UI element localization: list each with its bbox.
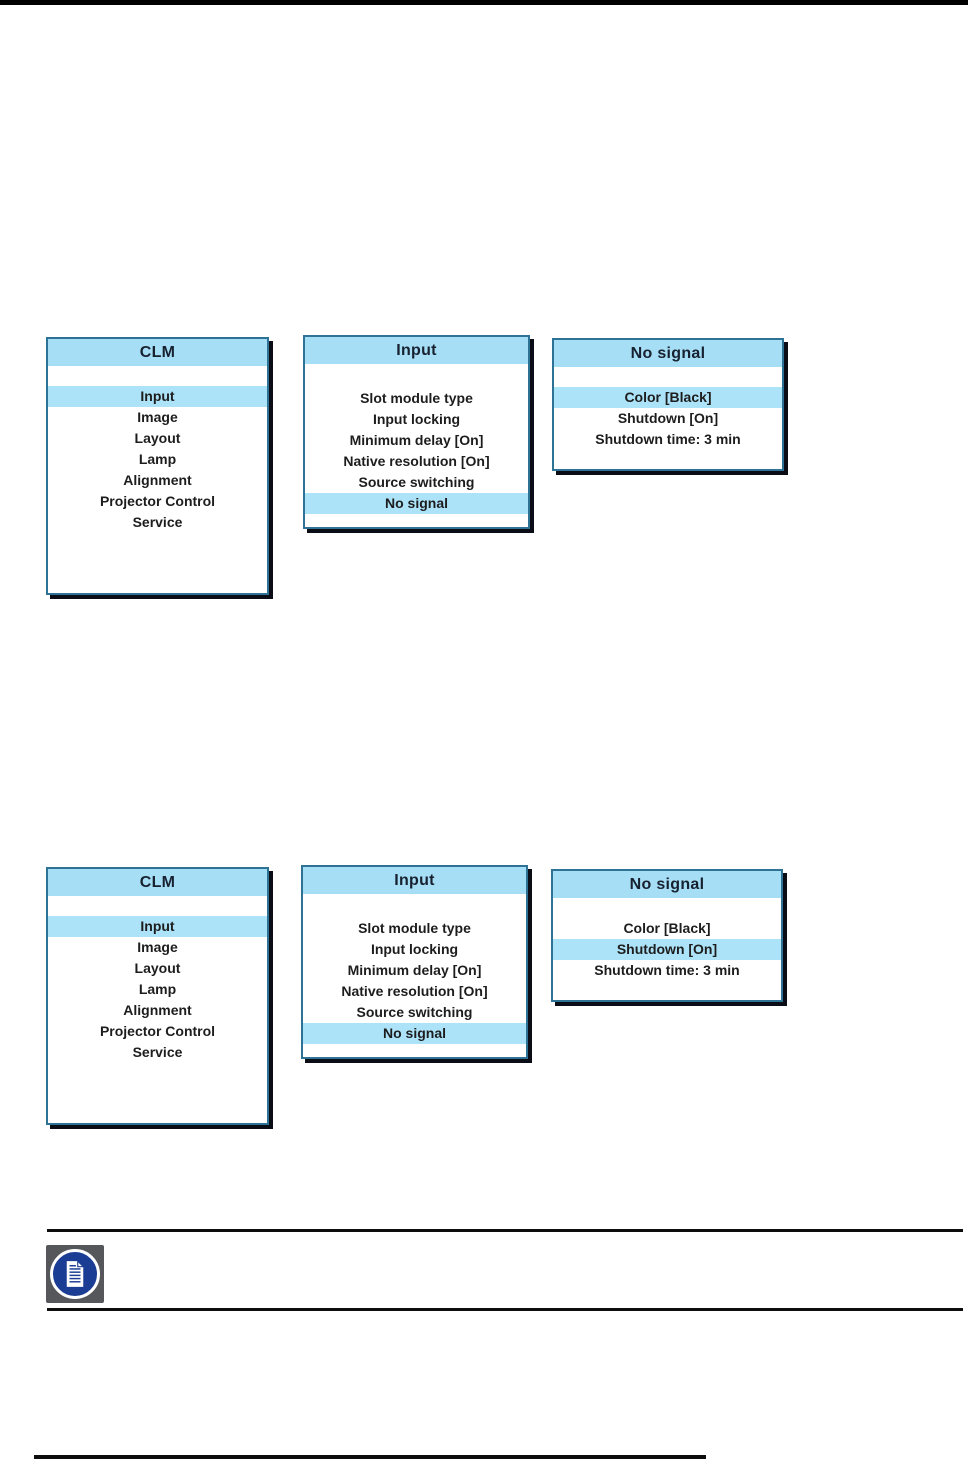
menu-item[interactable]: Lamp	[48, 449, 267, 470]
menu-title-gap	[553, 898, 781, 918]
menu-item[interactable]: Alignment	[48, 470, 267, 491]
menu-title-gap	[48, 366, 267, 386]
menu-item[interactable]: Input locking	[303, 939, 526, 960]
menu-title-gap	[305, 364, 528, 388]
menu-item[interactable]: Input	[48, 916, 267, 937]
menu-item[interactable]: Alignment	[48, 1000, 267, 1021]
menu-item[interactable]: Shutdown time: 3 min	[553, 960, 781, 981]
menu-item[interactable]: Color [Black]	[554, 387, 782, 408]
note-separator-top	[47, 1229, 963, 1232]
menu-title-gap	[554, 367, 782, 387]
menu-item[interactable]: Native resolution [On]	[303, 981, 526, 1002]
menu-title-gap	[48, 896, 267, 916]
note-icon	[46, 1245, 104, 1303]
menu-title-bar: CLM	[48, 339, 267, 366]
menu-empty-area	[553, 981, 781, 1000]
menu-item[interactable]: Projector Control	[48, 1021, 267, 1042]
menu-empty-area	[48, 533, 267, 593]
menu-item[interactable]: Slot module type	[305, 388, 528, 409]
menu-title-bar: Input	[303, 867, 526, 894]
menu-item[interactable]: No signal	[305, 493, 528, 514]
menu-empty-area	[305, 514, 528, 527]
menu-item[interactable]: Shutdown [On]	[553, 939, 781, 960]
footer-rule	[34, 1455, 706, 1459]
menu-empty-area	[554, 450, 782, 469]
menu-item[interactable]: Shutdown [On]	[554, 408, 782, 429]
menu-item[interactable]: Service	[48, 1042, 267, 1063]
menu-item[interactable]: Minimum delay [On]	[305, 430, 528, 451]
menu-item[interactable]: Service	[48, 512, 267, 533]
menu-item[interactable]: Layout	[48, 958, 267, 979]
menu-window-nosignal-2: No signal Color [Black]Shutdown [On]Shut…	[551, 869, 783, 1002]
menu-item[interactable]: Projector Control	[48, 491, 267, 512]
note-document-icon	[66, 1260, 85, 1287]
menu-title-gap	[303, 894, 526, 918]
menu-item[interactable]: Minimum delay [On]	[303, 960, 526, 981]
menu-item[interactable]: Image	[48, 937, 267, 958]
page-top-bar	[0, 0, 968, 5]
note-circle	[50, 1249, 100, 1299]
menu-items: Color [Black]Shutdown [On]Shutdown time:…	[553, 918, 781, 981]
menu-item[interactable]: Shutdown time: 3 min	[554, 429, 782, 450]
menu-items: Color [Black]Shutdown [On]Shutdown time:…	[554, 387, 782, 450]
menu-item[interactable]: Image	[48, 407, 267, 428]
menu-item[interactable]: Layout	[48, 428, 267, 449]
menu-empty-area	[303, 1044, 526, 1057]
menu-title-bar: No signal	[554, 340, 782, 367]
note-separator-bottom	[47, 1308, 963, 1311]
menu-title-bar: CLM	[48, 869, 267, 896]
menu-title-bar: Input	[305, 337, 528, 364]
menu-item[interactable]: Slot module type	[303, 918, 526, 939]
menu-empty-area	[48, 1063, 267, 1123]
menu-title-bar: No signal	[553, 871, 781, 898]
menu-item[interactable]: Input	[48, 386, 267, 407]
menu-item[interactable]: Source switching	[303, 1002, 526, 1023]
menu-item[interactable]: Source switching	[305, 472, 528, 493]
menu-item[interactable]: No signal	[303, 1023, 526, 1044]
menu-item[interactable]: Color [Black]	[553, 918, 781, 939]
menu-window-nosignal-1: No signal Color [Black]Shutdown [On]Shut…	[552, 338, 784, 471]
menu-item[interactable]: Lamp	[48, 979, 267, 1000]
menu-item[interactable]: Input locking	[305, 409, 528, 430]
menu-item[interactable]: Native resolution [On]	[305, 451, 528, 472]
